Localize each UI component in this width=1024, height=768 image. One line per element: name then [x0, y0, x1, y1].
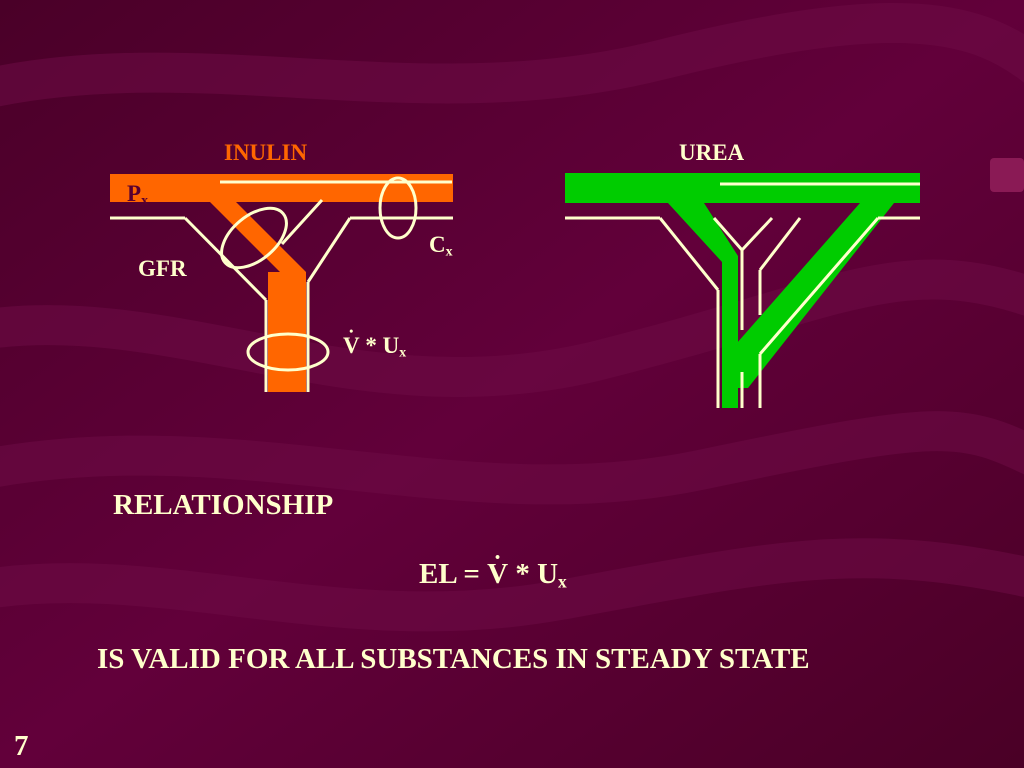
clearance-label: Cx	[429, 232, 453, 259]
page-number: 7	[14, 730, 29, 762]
conclusion-text: IS VALID FOR ALL SUBSTANCES IN STEADY ST…	[97, 643, 810, 675]
urea-tubule-walls	[565, 182, 920, 408]
excretion-equation: EL = V * Ux	[419, 560, 567, 591]
relationship-heading: RELATIONSHIP	[113, 489, 334, 521]
eq-v-dot-symbol: V	[487, 560, 508, 589]
inulin-title: INULIN	[224, 140, 308, 165]
urine-ring	[246, 332, 330, 372]
v-dot-symbol: V	[343, 334, 360, 357]
corner-tab	[990, 158, 1024, 192]
urea-title: UREA	[679, 140, 745, 165]
gfr-label: GFR	[138, 256, 187, 281]
inulin-tubule-walls	[110, 180, 453, 392]
clearance-ring	[378, 176, 418, 240]
inulin-flow	[110, 174, 453, 392]
urine-flow-label: V * Ux	[343, 334, 406, 359]
background-swoosh	[0, 3, 1024, 632]
gfr-ring	[220, 206, 288, 270]
measurement-rings	[220, 176, 418, 372]
plasma-concentration-label: Px	[127, 181, 148, 208]
